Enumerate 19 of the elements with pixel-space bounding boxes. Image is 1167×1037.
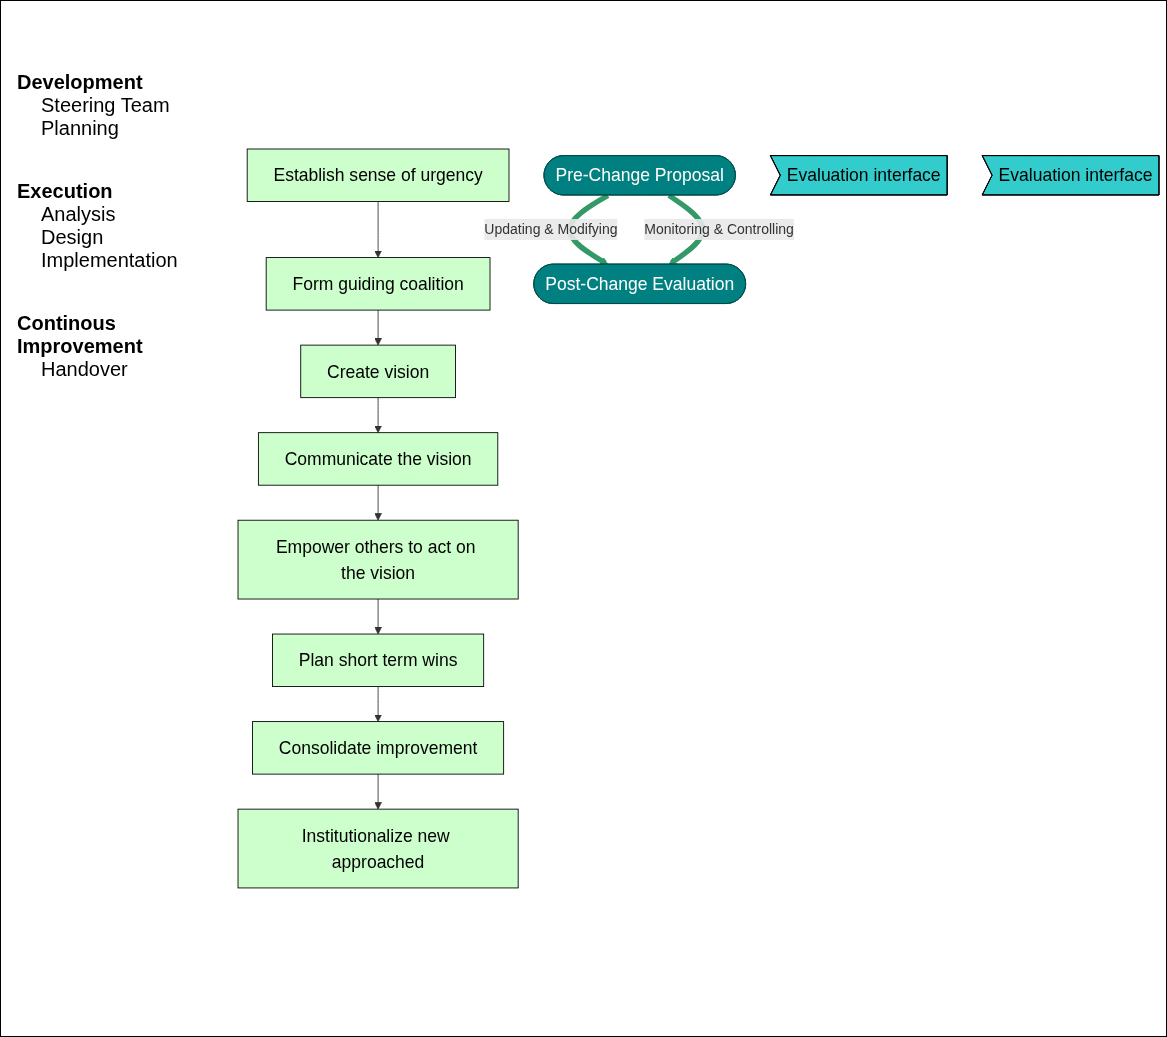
node-box: Communicate the vision <box>257 432 499 486</box>
phase-item: Design <box>41 226 105 249</box>
node-box: Plan short term wins <box>272 633 485 688</box>
node-box: Create vision <box>300 344 456 399</box>
phase-heading: Development <box>17 71 144 94</box>
phase-item: Steering Team <box>41 94 171 117</box>
phase-heading: Continous Improvement <box>17 312 144 358</box>
node-box: Empower others to act on the vision <box>237 519 519 600</box>
phase-item: Handover <box>41 358 129 381</box>
phase-item: Implementation <box>41 249 179 272</box>
phase-item: Planning <box>41 117 120 140</box>
node-box: Establish sense of urgency <box>246 148 510 202</box>
node-box: Form guiding coalition <box>265 257 491 311</box>
phase-item: Analysis <box>41 203 117 226</box>
node-box: Institutionalize new approached <box>237 808 519 889</box>
node-box: Consolidate improvement <box>252 721 505 775</box>
phase-heading: Execution <box>17 180 114 203</box>
edge-label: Monitoring & Controlling <box>644 221 794 237</box>
edge-label: Updating & Modifying <box>484 221 618 237</box>
